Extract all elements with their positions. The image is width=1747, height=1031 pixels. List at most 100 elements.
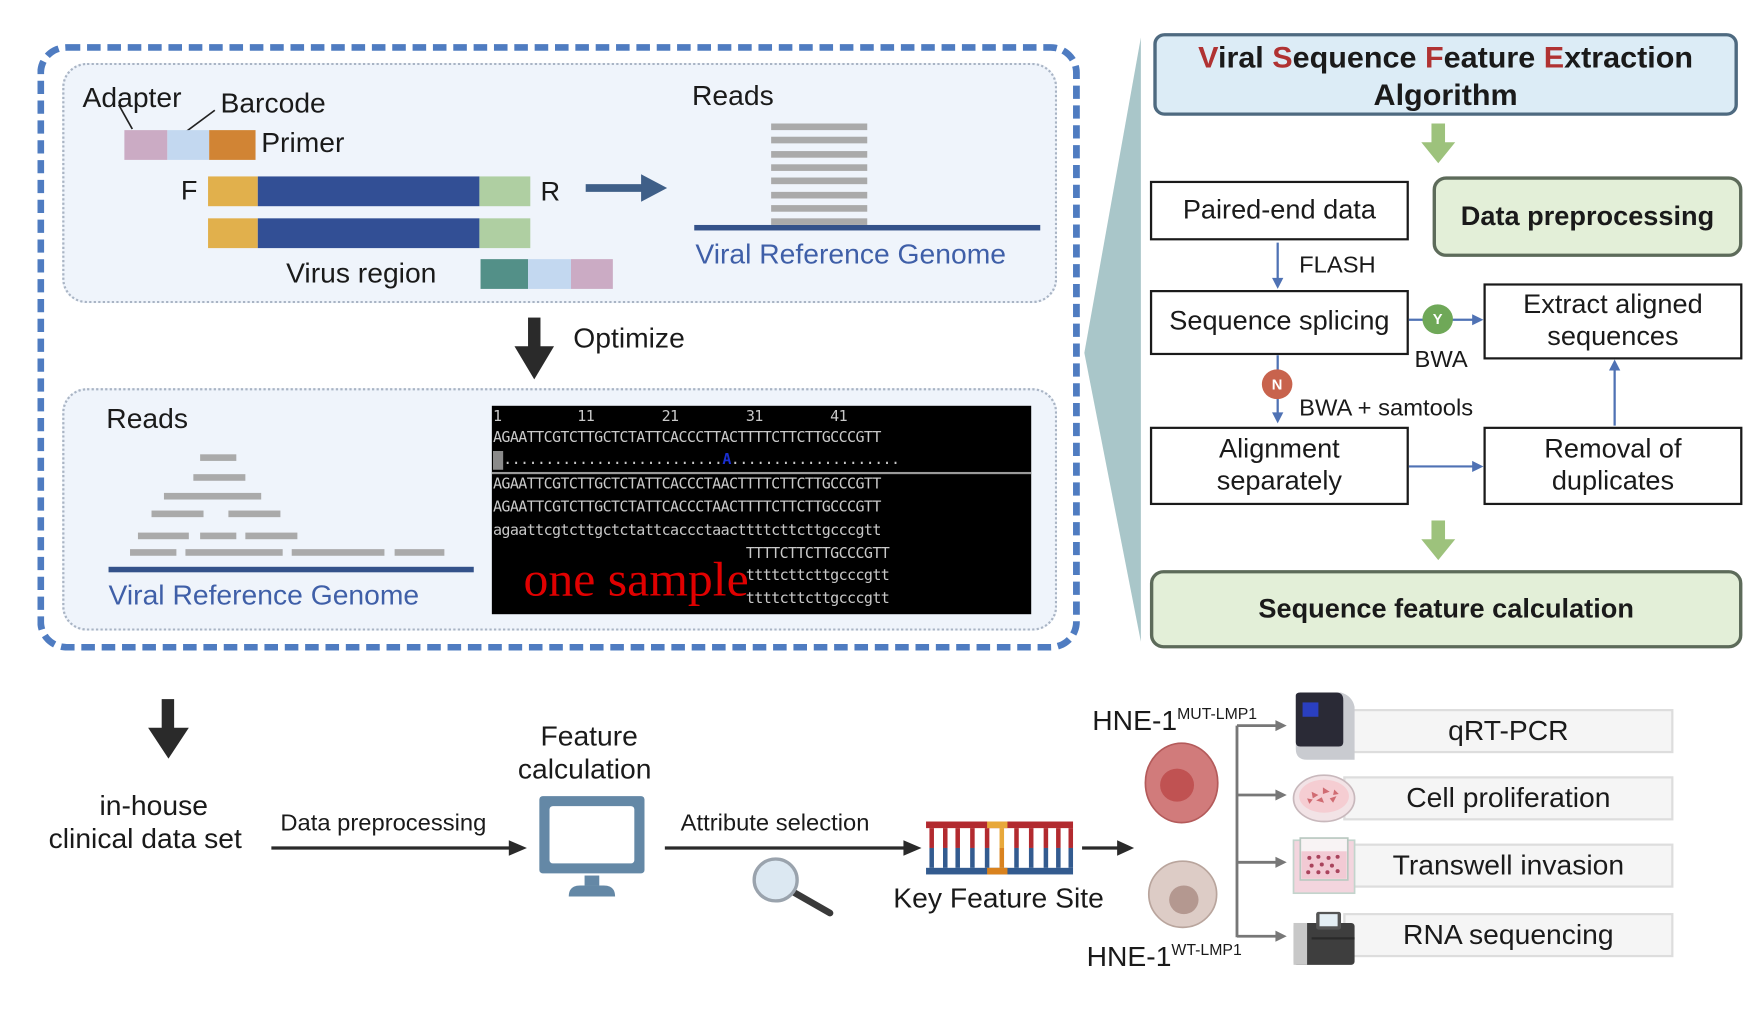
wt-cell-label: HNE-1WT-LMP1 — [1087, 942, 1242, 972]
primer-label: Primer — [261, 127, 345, 159]
cell-line-name: HNE-1 — [1092, 705, 1178, 737]
base-pair — [943, 847, 948, 868]
sequencing-read — [771, 218, 868, 226]
paired-end-data-box: Paired-end data — [1149, 180, 1409, 241]
base-pair — [1028, 828, 1034, 848]
barcode-segment — [528, 259, 572, 289]
forward-primer-segment — [208, 218, 258, 249]
one-sample-overlay: one sample — [523, 552, 749, 607]
reverse-label: R — [540, 177, 561, 208]
sequencing-read — [185, 549, 283, 556]
title-text: xtraction — [1564, 40, 1694, 74]
flow-arrow — [1408, 460, 1484, 472]
clinical-label-line1: in-house — [99, 790, 208, 822]
right-arrow-icon — [585, 174, 668, 202]
reverse-primer-segment — [479, 176, 531, 207]
computer-monitor-icon — [539, 796, 645, 897]
data-preprocessing-box: Data preprocessing — [1432, 176, 1743, 257]
label-leader-lines — [117, 104, 216, 132]
base-pair — [1043, 828, 1049, 848]
alignment-separately-label: Alignment separately — [1216, 434, 1342, 496]
reverse-primer-segment — [479, 218, 531, 249]
flash-label: FLASH — [1299, 252, 1376, 278]
sequencing-read — [771, 150, 868, 158]
green-down-arrow-icon — [1421, 123, 1456, 164]
key-site-marker — [987, 821, 1008, 829]
optimize-label: Optimize — [573, 323, 685, 354]
transwell-icon — [1292, 837, 1356, 895]
magnifier-icon — [752, 857, 834, 917]
virus-region-label: Virus region — [286, 258, 437, 289]
base-pair — [1014, 828, 1019, 848]
adapter-segment — [124, 130, 168, 160]
sequencing-read — [151, 510, 204, 518]
green-down-arrow-icon — [1421, 520, 1456, 561]
base-pair — [955, 847, 960, 868]
read-row: AGAATTCGTCTTGCTCTATTCACCCTAACTTTTCTTCTTG… — [492, 499, 881, 517]
bwa-label: BWA — [1414, 347, 1468, 373]
assay-transwell-invasion: Transwell invasion — [1343, 843, 1674, 888]
forward-label: F — [180, 176, 198, 207]
base-pair — [955, 828, 960, 848]
sequencing-read — [771, 123, 868, 131]
right-arrow-icon — [1082, 840, 1135, 856]
key-site-base — [999, 847, 1005, 868]
wildtype-cell-icon — [1147, 860, 1218, 929]
removal-duplicates-label: Removal of duplicates — [1544, 434, 1682, 496]
key-site-base — [999, 828, 1005, 848]
title-line-2: Algorithm — [1373, 78, 1518, 112]
mutant-cell-icon — [1144, 742, 1219, 824]
base-pair — [984, 847, 990, 868]
assay-rna-sequencing: RNA sequencing — [1343, 913, 1674, 958]
sequencing-read — [200, 532, 237, 540]
base-pair — [929, 847, 934, 868]
base-pair — [929, 828, 934, 848]
assay-qrt-pcr: qRT-PCR — [1343, 709, 1674, 754]
reads-label: Reads — [691, 80, 774, 112]
virus-segment — [257, 176, 480, 207]
extract-aligned-label: Extract aligned sequences — [1523, 289, 1703, 352]
reference-genome-line — [694, 224, 1041, 231]
zoom-funnel — [1084, 37, 1141, 642]
base-pair — [1068, 828, 1074, 848]
feature-calc-line2: calculation — [517, 754, 652, 786]
barcode-label: Barcode — [220, 88, 326, 120]
base-pair — [943, 828, 948, 848]
alignment-separately-box: Alignment separately — [1149, 426, 1409, 506]
sequence-feature-calc-box: Sequence feature calculation — [1149, 570, 1743, 649]
sequencing-read — [137, 532, 189, 540]
right-arrow-icon — [664, 840, 922, 856]
qpcr-machine-icon — [1295, 692, 1355, 760]
sequence-splicing-box: Sequence splicing — [1149, 290, 1409, 356]
cursor-block — [492, 451, 504, 470]
reference-genome-line — [108, 566, 474, 573]
base-pair — [1028, 847, 1034, 868]
barcode-segment — [167, 130, 210, 160]
sequencing-read — [771, 164, 868, 171]
viral-sequencing-frame — [37, 44, 1080, 651]
clinical-label-line2: clinical data set — [48, 823, 242, 855]
sequencing-read — [771, 177, 868, 185]
sequencing-read — [130, 549, 177, 556]
sequencing-read — [394, 549, 445, 556]
title-initial: E — [1543, 40, 1565, 74]
data-preprocessing-label: Data preprocessing — [280, 810, 487, 836]
base-pair — [970, 847, 975, 868]
virus-segment — [257, 218, 480, 249]
read-row: ttttcttcttgcccgtt — [492, 591, 890, 608]
reference-sequence: AGAATTCGTCTTGCTCTATTCACCCTTACTTTTCTTCTTG… — [492, 430, 881, 447]
genome-label: Viral Reference Genome — [108, 580, 420, 611]
base-pair — [1043, 847, 1049, 868]
removal-duplicates-box: Removal of duplicates — [1483, 426, 1743, 506]
attribute-selection-label: Attribute selection — [680, 810, 870, 836]
sequencing-read — [771, 204, 868, 212]
base-pair — [1056, 847, 1061, 868]
sequencing-read — [228, 510, 281, 518]
cell-genotype: MUT-LMP1 — [1177, 704, 1258, 723]
read-row: agaattcgtcttgctctattcaccctaacttttcttcttg… — [492, 522, 881, 540]
sequencing-read — [163, 492, 262, 500]
variant-base: A — [722, 452, 731, 469]
right-arrow-icon — [271, 840, 527, 856]
base-pair — [1014, 847, 1019, 868]
title-text: equence — [1292, 40, 1425, 74]
